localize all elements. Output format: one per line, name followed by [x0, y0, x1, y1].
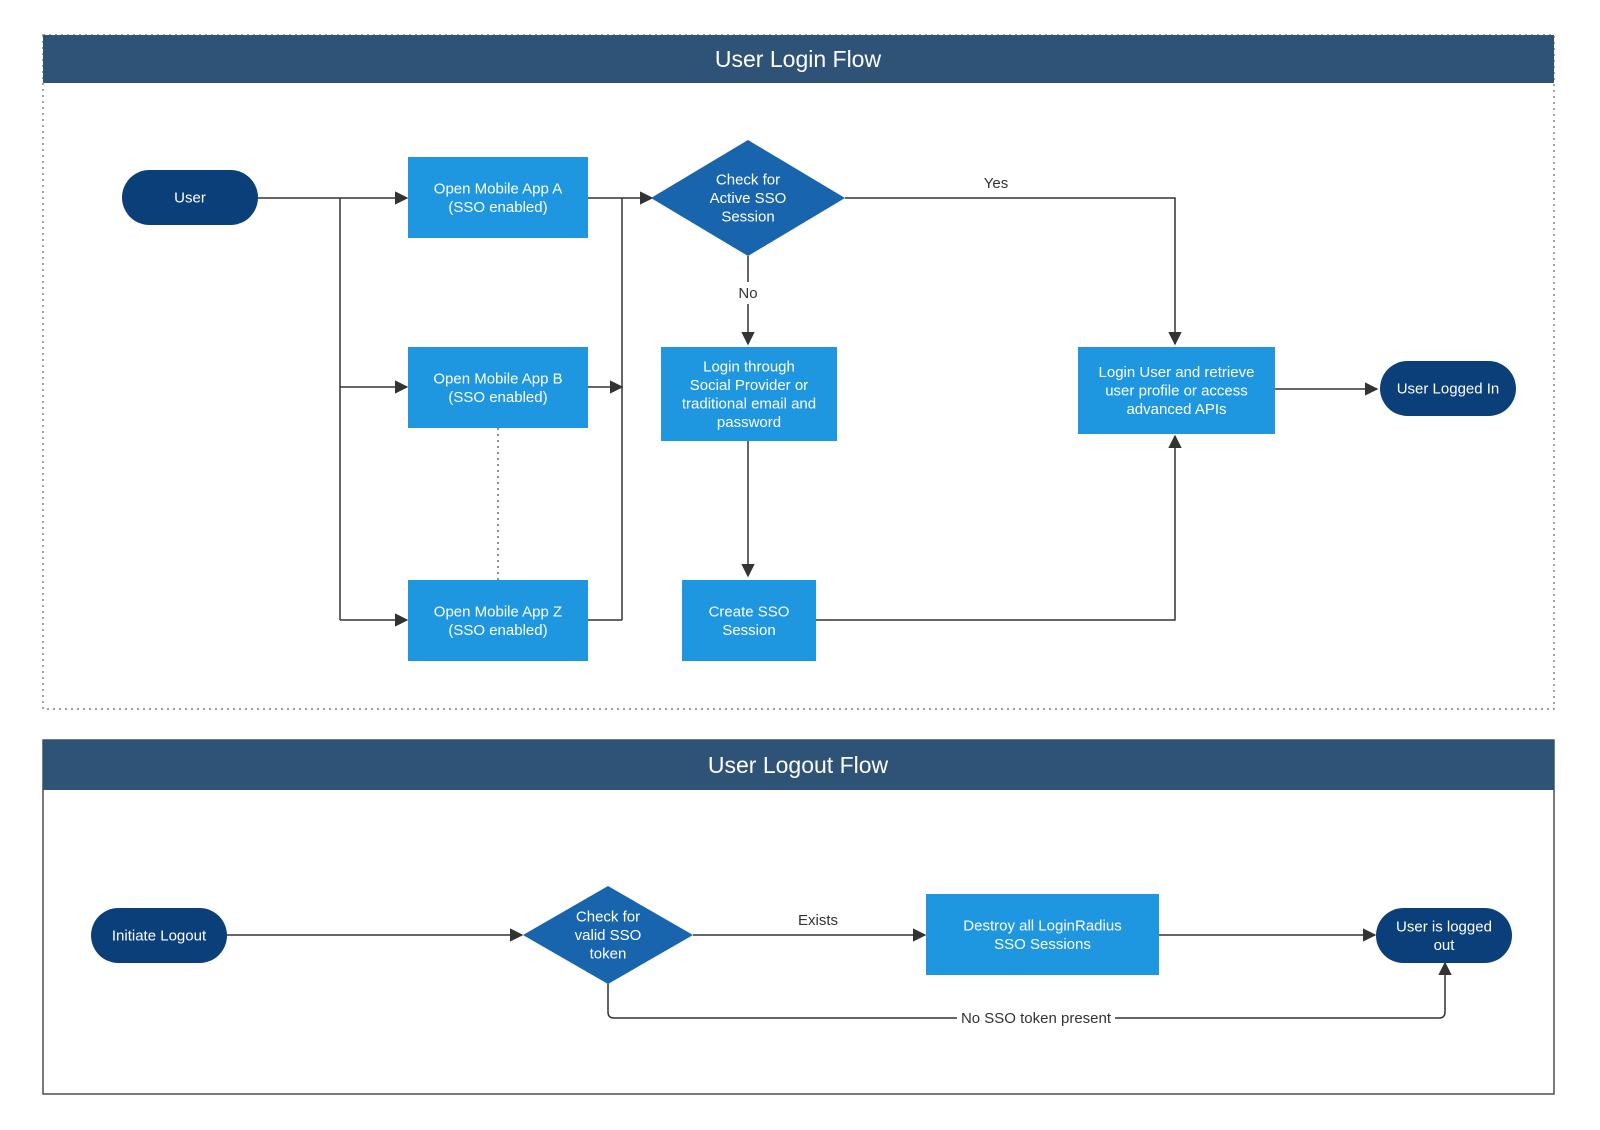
node-label-line: traditional email and [682, 395, 816, 412]
node-label-line: Social Provider or [690, 377, 808, 394]
login-through-box [661, 347, 837, 441]
node-label-line: Open Mobile App A [434, 180, 562, 197]
node-label-line: Check for [716, 172, 780, 189]
destroy-sessions-box [926, 894, 1159, 975]
node-label-line: user profile or access [1105, 383, 1248, 400]
node-label-line: Create SSO [709, 603, 790, 620]
node-label-line: advanced APIs [1126, 401, 1226, 418]
node-label-line: (SSO enabled) [448, 389, 547, 406]
app-z-label: Open Mobile App Z (SSO enabled) [434, 603, 562, 639]
logout-flow-header [43, 740, 1554, 790]
node-label-line: SSO Sessions [994, 936, 1091, 953]
node-label-line: Initiate Logout [112, 928, 207, 945]
initiate-logout-label: Initiate Logout [112, 928, 207, 945]
node-label-line: Open Mobile App B [433, 370, 562, 387]
node-label-line: valid SSO [575, 927, 642, 944]
login-flow-header [43, 35, 1554, 83]
edge-check-yes [845, 197, 1182, 346]
create-sso-label: Create SSO Session [709, 603, 790, 639]
app-z-box [408, 580, 588, 661]
edge-label-exists: Exists [798, 912, 838, 929]
node-label-line: Destroy all LoginRadius [963, 917, 1121, 934]
node-label-line: Login through [703, 358, 795, 375]
logout-flow-section: User Logout Flow Exists No SSO token pre… [42, 739, 1555, 1095]
logged-in-terminal [1380, 361, 1516, 416]
login-user-label: Login User and retrieve user profile or a… [1099, 364, 1255, 418]
app-b-label: Open Mobile App B (SSO enabled) [433, 370, 562, 406]
logout-edges [227, 928, 1452, 1019]
user-terminal [122, 170, 258, 225]
app-b-box [408, 347, 588, 428]
check-token-diamond [523, 886, 693, 984]
node-label-line: User [174, 190, 206, 207]
logged-out-terminal [1376, 908, 1512, 963]
user-terminal-label: User [174, 190, 206, 207]
edge-label-no-bg [733, 282, 763, 304]
login-flow-frame [42, 34, 1555, 710]
node-label-line: token [590, 946, 627, 963]
node-label-line: out [1434, 937, 1456, 954]
edge-create-to-login-user [816, 434, 1182, 621]
node-label-line: Open Mobile App Z [434, 603, 562, 620]
node-label-line: password [717, 414, 781, 431]
check-sso-diamond [651, 140, 845, 256]
node-label-line: Check for [576, 909, 640, 926]
node-label-line: Active SSO [710, 190, 787, 207]
node-label-line: User Logged In [1397, 381, 1500, 398]
node-label-line: Session [721, 209, 774, 226]
node-label-line: (SSO enabled) [448, 622, 547, 639]
edge-label-no-token-bg [957, 1007, 1115, 1029]
node-label-line: Session [722, 622, 775, 639]
app-a-label: Open Mobile App A (SSO enabled) [434, 180, 562, 216]
app-a-box [408, 157, 588, 238]
initiate-logout-terminal [91, 908, 227, 963]
edge-label-no-token: No SSO token present [961, 1010, 1112, 1027]
login-edges [258, 191, 1379, 627]
edge-label-yes: Yes [984, 175, 1008, 192]
create-sso-box [682, 580, 816, 661]
edge-label-no: No [738, 285, 757, 302]
node-label-line: Login User and retrieve [1099, 364, 1255, 381]
login-user-box [1078, 347, 1275, 434]
node-label-line: (SSO enabled) [448, 199, 547, 216]
login-flow-title: User Login Flow [715, 46, 882, 72]
node-label-line: User is logged [1396, 918, 1492, 935]
login-flow-section: User Login Flow Yes No User Open [42, 34, 1555, 710]
logout-flow-title: User Logout Flow [708, 752, 889, 778]
logged-out-label: User is logged out [1396, 918, 1492, 954]
logged-in-label: User Logged In [1397, 381, 1500, 398]
